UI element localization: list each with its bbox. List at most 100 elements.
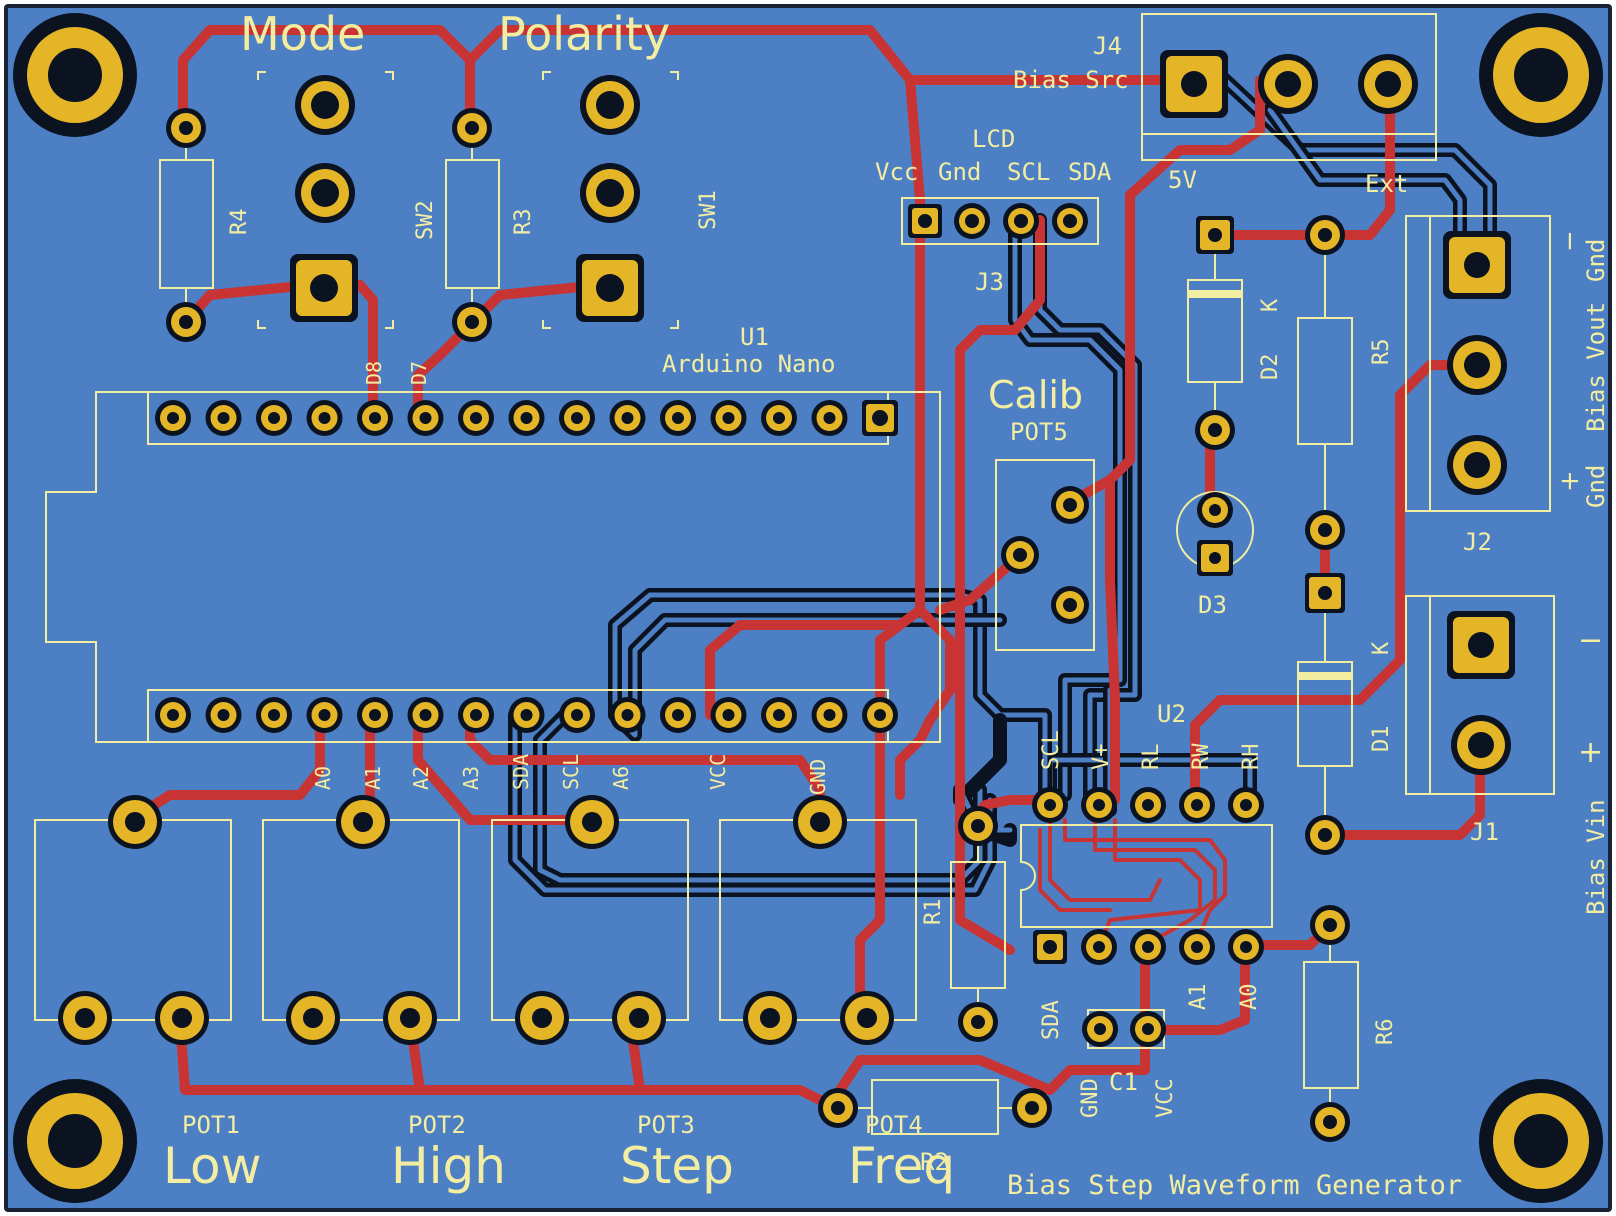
pin-gnd-label: GND [806,759,830,795]
u2-pin [1081,929,1117,965]
pin-d7-label: D7 [407,361,431,385]
pot-ref: POT4 [865,1111,923,1139]
u2-scl: SCL [1039,730,1064,770]
nano-bottom-pins [155,697,898,733]
lcd-scl-label: SCL [1007,158,1050,186]
u2-pin [1032,787,1068,823]
j2-vout: Bias Vout [1582,302,1610,432]
c1-ref: C1 [1109,1068,1138,1096]
d1-ref: D1 [1369,726,1394,753]
j2-ref: J2 [1463,528,1492,556]
nano-pin [205,400,242,436]
nano-pin [508,400,545,436]
sw1-ref: SW1 [696,190,721,230]
pin-sda-label: SDA [509,754,533,790]
pot-ref: POT1 [182,1111,240,1139]
nano-pin-square [862,400,898,436]
r6-ref: R6 [1373,1019,1398,1046]
u2-pin [1179,787,1215,823]
j4-connector: J4 Bias Src 5V Ext [1013,13,1437,198]
nano-pin [761,400,797,436]
u2-sda: SDA [1039,1000,1064,1040]
u2-pin [1228,787,1264,823]
nano-pin [660,400,696,436]
lcd-header: LCD Vcc Gnd SCL SDA J3 [875,125,1112,296]
u2-pin [1130,787,1166,823]
calib-label: Calib [988,373,1083,417]
nano-pin [862,697,898,733]
nano-pin [710,697,747,733]
r3-pads [452,108,492,342]
u2-rw: RW [1189,743,1214,770]
top-traces [125,25,1485,1115]
pot-pad [383,991,437,1045]
nano-pin [710,400,747,436]
pot-wiper-pad [793,795,847,849]
u2-a0: A0 [1237,984,1262,1011]
pot-pad [743,991,797,1045]
lcd-vcc-label: Vcc [875,158,918,186]
nano-pin [660,697,696,733]
sw2[interactable] [290,75,358,322]
pin-scl-label: SCL [559,754,583,790]
nano-pin [357,697,393,733]
nano-pin [811,697,848,733]
nano-top-pins [155,400,898,436]
nano-pin [458,697,494,733]
u2-pin [1228,929,1264,965]
nano-pin [357,400,393,436]
r3-ref: R3 [511,209,536,236]
nano-pin [761,697,797,733]
j2-gnd-bottom: Gnd [1582,465,1610,508]
r2-ref: R2 [920,1148,949,1176]
pot-label: Step [620,1137,734,1195]
j4-ref: J4 [1093,32,1122,60]
pot-pad [612,991,666,1045]
j4-5v-label: 5V [1168,166,1197,194]
u2-ref: U2 [1157,700,1186,728]
u2-digipot: U2 SCL V+ RL RW RH SDA A1 A0 GND VCC [1020,700,1273,1118]
r2: R2 [818,1079,1052,1176]
pot-wiper-pad [336,795,390,849]
pin-a0-label: A0 [311,766,335,790]
lcd-gnd-label: Gnd [938,158,981,186]
u2-vplus: V+ [1089,744,1114,771]
j4-label: Bias Src [1013,66,1129,94]
lcd-title: LCD [972,125,1015,153]
nano-pin [155,697,191,733]
d1-diode: K D1 [1297,573,1394,855]
u2-rh: RH [1239,744,1264,771]
polarity-label: Polarity [498,7,670,61]
pin-vcc-label: VCC [706,754,730,790]
nano-pin [559,400,595,436]
calib-pot5: Calib POT5 [988,373,1095,651]
d3-led: D3 [1176,491,1254,619]
pot-ref: POT2 [408,1111,466,1139]
u1-ref: U1 [740,323,769,351]
nano-pin [458,400,494,436]
sw1[interactable] [576,75,644,322]
pot-label: Freq [848,1137,955,1195]
j1-connector: J1 − + Bias Vin [1405,595,1610,915]
mode-label: Mode [240,7,365,61]
pot-pad [840,991,894,1045]
pin-d8-label: D8 [362,361,386,385]
r1: R1 [921,806,1006,1042]
j4-ext-label: Ext [1365,170,1408,198]
r6: R6 [1303,905,1398,1142]
j2-gnd-top: Gnd [1582,239,1610,282]
d1-k-label: K [1369,641,1394,655]
r1-ref: R1 [921,899,946,926]
nano-pin [155,400,191,436]
j1-plus: + [1578,735,1603,770]
u2-pin [1081,787,1117,823]
d3-ref: D3 [1198,591,1227,619]
nano-pin [407,400,444,436]
u2-a1: A1 [1186,984,1211,1011]
nano-pin [205,697,242,733]
